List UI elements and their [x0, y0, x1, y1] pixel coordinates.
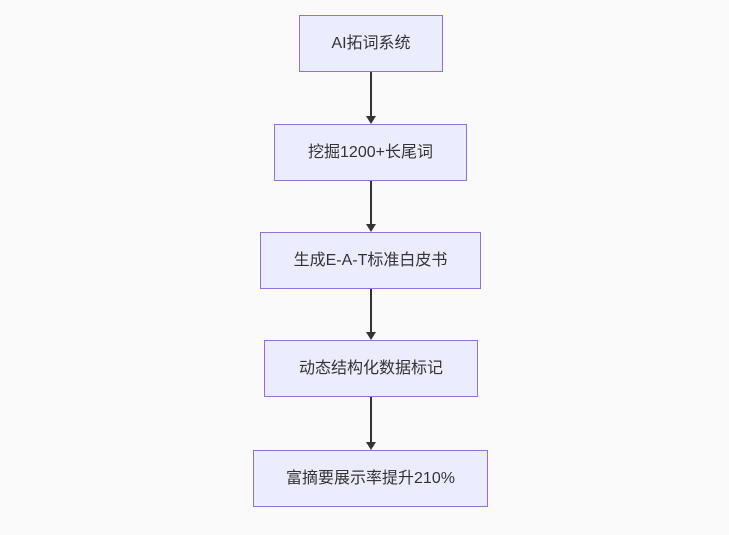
- edge-line: [370, 397, 372, 444]
- flowchart-node-structured-data: 动态结构化数据标记: [264, 340, 478, 397]
- edge-line: [370, 72, 372, 118]
- flowchart-node-rich-snippet-result: 富摘要展示率提升210%: [253, 450, 488, 507]
- flowchart-node-eat-whitepaper: 生成E-A-T标准白皮书: [260, 232, 481, 289]
- node-label: 生成E-A-T标准白皮书: [293, 251, 448, 269]
- arrowhead-down-icon: [366, 442, 376, 450]
- node-label: AI拓词系统: [331, 34, 411, 52]
- arrowhead-down-icon: [366, 332, 376, 340]
- node-label: 挖掘1200+长尾词: [308, 143, 433, 161]
- arrowhead-down-icon: [366, 224, 376, 232]
- node-label: 富摘要展示率提升210%: [286, 469, 455, 487]
- flow-edge-2: [366, 181, 376, 232]
- node-label: 动态结构化数据标记: [298, 359, 443, 377]
- flow-edge-1: [366, 72, 376, 124]
- arrowhead-down-icon: [366, 116, 376, 124]
- flow-edge-3: [366, 289, 376, 340]
- edge-line: [370, 289, 372, 334]
- flowchart-node-ai-word-system: AI拓词系统: [299, 15, 443, 72]
- flowchart-node-longtail-mining: 挖掘1200+长尾词: [274, 124, 467, 181]
- edge-line: [370, 181, 372, 226]
- flow-edge-4: [366, 397, 376, 450]
